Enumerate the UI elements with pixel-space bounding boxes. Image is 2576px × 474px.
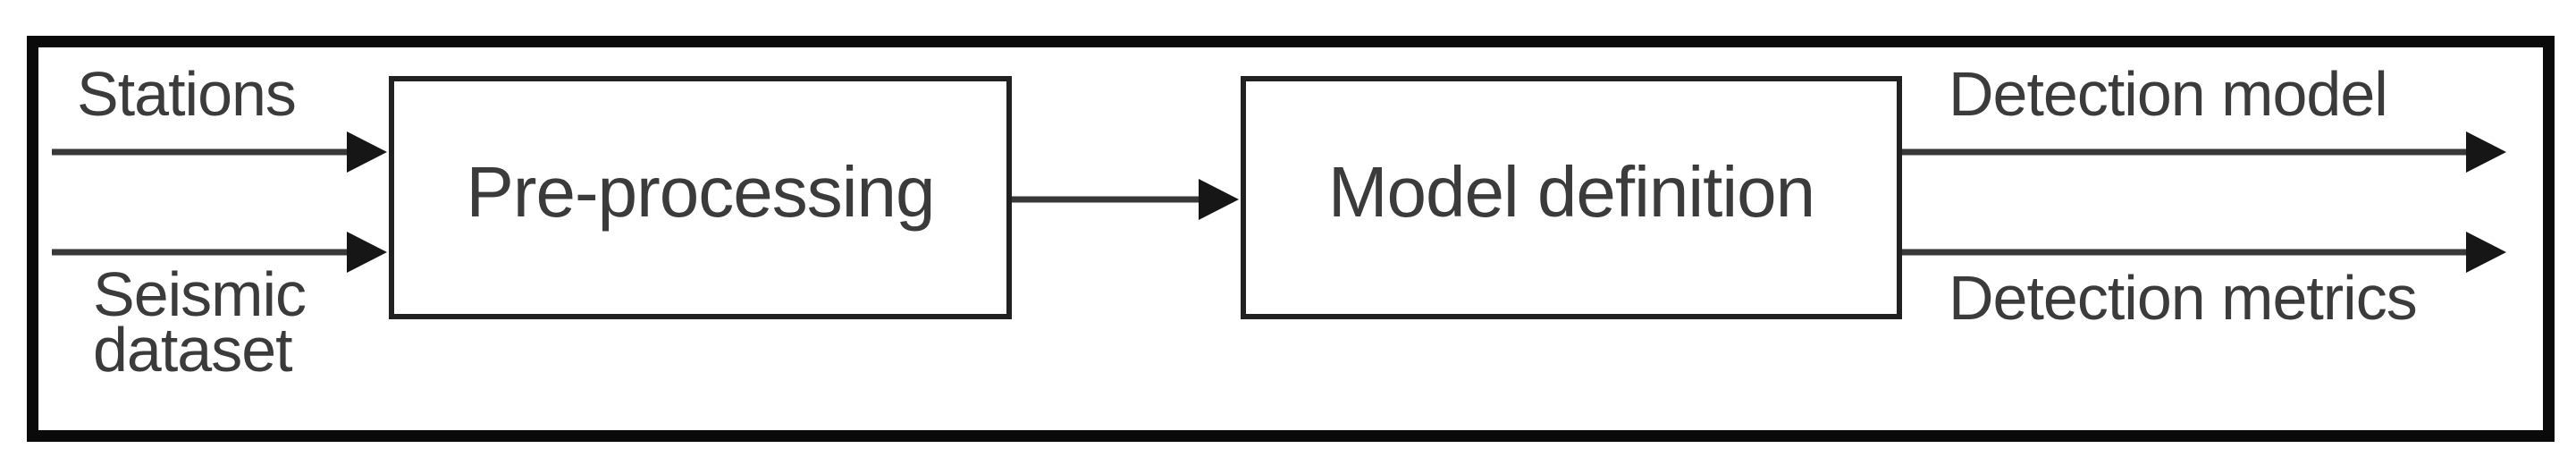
node-pre-processing: Pre-processing xyxy=(389,76,1012,319)
node-model-definition: Model definition xyxy=(1241,76,1902,319)
input-label-stations: Stations xyxy=(77,59,297,129)
output-label-detection-metrics: Detection metrics xyxy=(1949,263,2418,333)
diagram-outer-border xyxy=(27,36,2555,442)
output-label-detection-model: Detection model xyxy=(1949,59,2388,129)
input-label-seismic-dataset: Seismic dataset xyxy=(93,259,307,385)
node-model-definition-label: Model definition xyxy=(1327,152,1815,232)
node-pre-processing-label: Pre-processing xyxy=(466,152,935,232)
